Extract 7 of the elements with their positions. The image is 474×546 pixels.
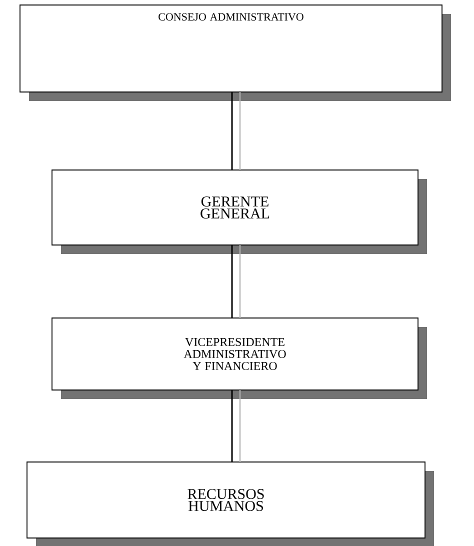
org-box: CONSEJO ADMINISTRATIVO bbox=[20, 4, 442, 92]
org-box: VICEPRESIDENTE ADMINISTRATIVO Y FINANCIERO bbox=[52, 318, 418, 390]
connector-line bbox=[231, 390, 241, 462]
org-box: GERENTE GENERAL bbox=[52, 170, 418, 246]
connector-line bbox=[231, 245, 241, 318]
org-box: RECURSOS HUMANOS bbox=[26, 462, 426, 538]
connector-line bbox=[231, 92, 241, 170]
